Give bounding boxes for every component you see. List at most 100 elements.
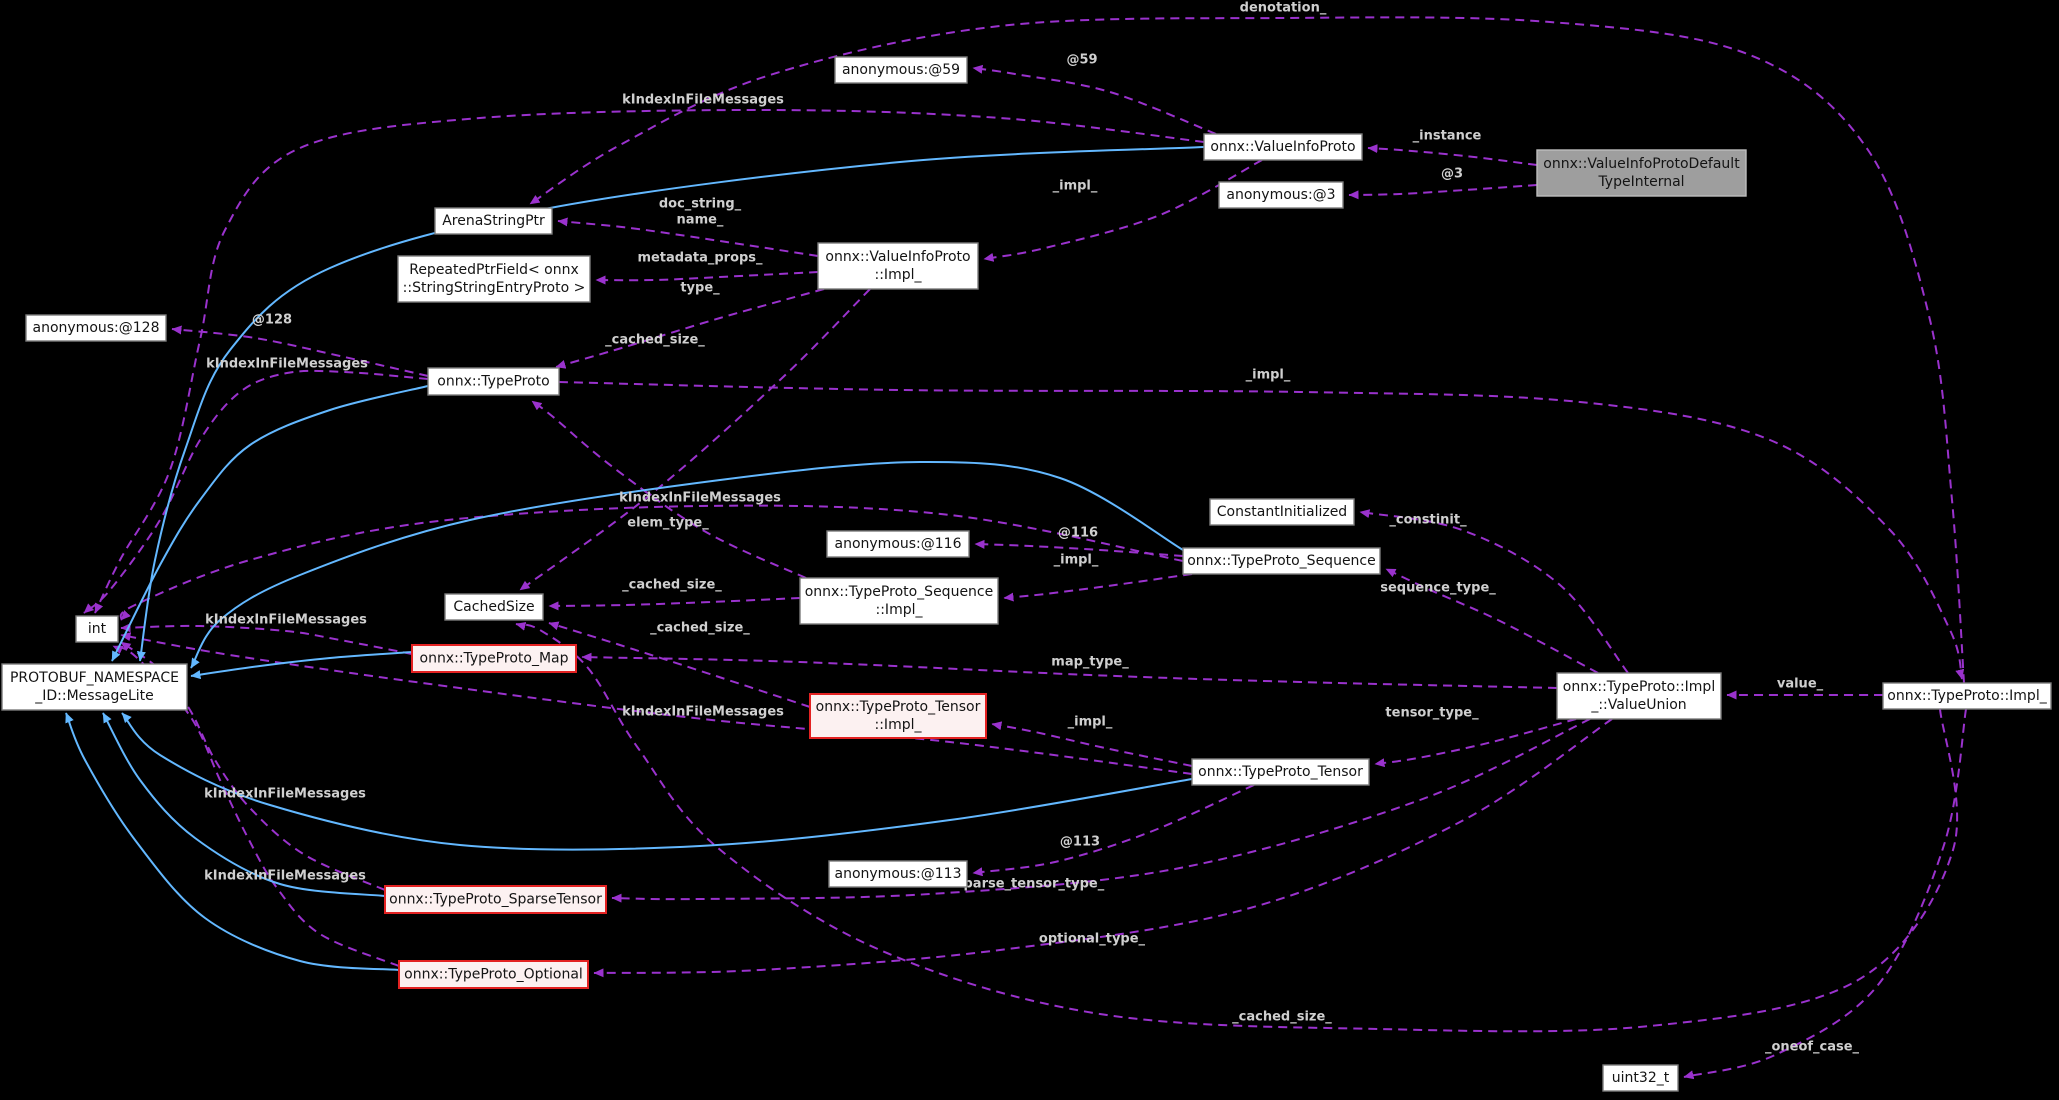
edge-label-kindex-sequence: kIndexInFileMessages bbox=[619, 491, 781, 506]
node-box-valueinfoproto[interactable] bbox=[1203, 133, 1363, 161]
node-valueinfoproto[interactable]: onnx::ValueInfoProto bbox=[1203, 133, 1363, 161]
node-anon113[interactable]: anonymous:@113 bbox=[828, 860, 968, 888]
node-label-typeproto-tensor-impl: ::Impl_ bbox=[875, 717, 923, 733]
edge-seqimpl-cached-size bbox=[548, 597, 801, 611]
node-label-valueinfoproto: onnx::ValueInfoProto bbox=[1210, 139, 1355, 155]
node-anon3[interactable]: anonymous:@3 bbox=[1218, 181, 1344, 209]
edge-tpimpl-cached-size bbox=[515, 621, 1959, 1033]
node-box-int[interactable] bbox=[75, 615, 119, 643]
node-box-anon113[interactable] bbox=[828, 860, 968, 888]
edge-label-at128: @128 bbox=[252, 313, 292, 328]
node-cachedsize[interactable]: CachedSize bbox=[444, 593, 544, 621]
edge-label-tp-impl: _impl_ bbox=[1246, 368, 1291, 383]
node-typeproto-map[interactable]: onnx::TypeProto_Map bbox=[411, 644, 577, 673]
edge-label-at3: @3 bbox=[1441, 167, 1463, 182]
edge-kindex-tensor bbox=[120, 632, 1193, 775]
node-label-constantinitialized: ConstantInitialized bbox=[1217, 504, 1347, 520]
edge-tensorimpl-cached-size bbox=[548, 621, 811, 708]
edge-label-kindex-map: kIndexInFileMessages bbox=[205, 613, 367, 628]
node-box-typeproto-map[interactable] bbox=[411, 644, 577, 673]
edge-label-kindex-tensor: kIndexInFileMessages bbox=[622, 705, 784, 720]
edge-kindex-typeproto bbox=[83, 369, 429, 614]
node-repeatedptrfield[interactable]: RepeatedPtrField< onnx::StringStringEntr… bbox=[397, 255, 591, 303]
node-typeproto-tensor-impl[interactable]: onnx::TypeProto_Tensor::Impl_ bbox=[809, 693, 987, 739]
node-box-valueinfoproto-impl[interactable] bbox=[817, 242, 979, 290]
edge-vip-impl bbox=[983, 159, 1263, 262]
node-label-typeproto-sparsetensor: onnx::TypeProto_SparseTensor bbox=[389, 892, 602, 908]
edges-layer bbox=[65, 16, 1967, 1080]
node-box-typeproto-sequence[interactable] bbox=[1182, 547, 1381, 575]
node-box-anon3[interactable] bbox=[1218, 181, 1344, 209]
node-box-typeproto-optional[interactable] bbox=[398, 960, 589, 989]
node-anon59[interactable]: anonymous:@59 bbox=[834, 56, 968, 84]
node-box-typeproto[interactable] bbox=[427, 367, 560, 396]
node-box-anon128[interactable] bbox=[25, 314, 167, 342]
node-anon128[interactable]: anonymous:@128 bbox=[25, 314, 167, 342]
node-box-constantinitialized[interactable] bbox=[1209, 498, 1355, 526]
node-box-typeproto-sparsetensor[interactable] bbox=[384, 885, 607, 914]
node-typeproto-sequence-impl[interactable]: onnx::TypeProto_Sequence::Impl_ bbox=[799, 577, 999, 625]
node-box-valueinfoprotodefaulttypeinternal[interactable] bbox=[1536, 149, 1747, 197]
nodes-layer: anonymous:@59onnx::ValueInfoProtoonnx::V… bbox=[1, 56, 2052, 1092]
node-box-anon59[interactable] bbox=[834, 56, 968, 84]
node-typeproto-impl-valueunion[interactable]: onnx::TypeProto::Impl_::ValueUnion bbox=[1556, 672, 1722, 720]
node-box-typeproto-sequence-impl[interactable] bbox=[799, 577, 999, 625]
node-box-typeproto-tensor-impl[interactable] bbox=[809, 693, 987, 739]
edge-label-tensor-impl: _impl_ bbox=[1068, 715, 1113, 730]
node-label-int: int bbox=[88, 621, 107, 637]
node-label-typeproto-map: onnx::TypeProto_Map bbox=[420, 651, 569, 667]
node-typeproto[interactable]: onnx::TypeProto bbox=[427, 367, 560, 396]
node-box-messagelite[interactable] bbox=[1, 663, 188, 711]
edge-label-vipimpl-cached-size: _cached_size_ bbox=[605, 333, 705, 348]
node-label-anon116: anonymous:@116 bbox=[835, 536, 962, 552]
edge-label-kindex-typeproto: kIndexInFileMessages bbox=[206, 357, 368, 372]
node-messagelite[interactable]: PROTOBUF_NAMESPACE_ID::MessageLite bbox=[1, 663, 188, 711]
node-valueinfoproto-impl[interactable]: onnx::ValueInfoProto::Impl_ bbox=[817, 242, 979, 290]
node-label-anon3: anonymous:@3 bbox=[1226, 187, 1335, 203]
node-typeproto-optional[interactable]: onnx::TypeProto_Optional bbox=[398, 960, 589, 989]
node-box-cachedsize[interactable] bbox=[444, 593, 544, 621]
node-typeproto-tensor[interactable]: onnx::TypeProto_Tensor bbox=[1191, 758, 1370, 786]
edge-label-tpimpl-cached-size: _cached_size_ bbox=[1232, 1010, 1332, 1025]
node-label-valueinfoproto-impl: ::Impl_ bbox=[875, 267, 923, 283]
node-box-repeatedptrfield[interactable] bbox=[397, 255, 591, 303]
edge-label-tensorimpl-cached-size: _cached_size_ bbox=[650, 621, 750, 636]
edge-inh-sequence bbox=[190, 460, 1184, 669]
edge-label-elem-type: elem_type_ bbox=[627, 516, 709, 531]
edge-label-sparse-tensor-type: sparse_tensor_type_ bbox=[956, 877, 1105, 892]
node-typeproto-sparsetensor[interactable]: onnx::TypeProto_SparseTensor bbox=[384, 885, 607, 914]
node-box-anon116[interactable] bbox=[826, 530, 970, 558]
edge-vipimpl-cached-size bbox=[519, 288, 871, 591]
node-label-anon113: anonymous:@113 bbox=[835, 866, 962, 882]
node-label-messagelite: _ID::MessageLite bbox=[34, 688, 154, 704]
node-label-uint32-t: uint32_t bbox=[1612, 1070, 1670, 1086]
node-anon116[interactable]: anonymous:@116 bbox=[826, 530, 970, 558]
node-label-valueinfoprotodefaulttypeinternal: TypeInternal bbox=[1597, 174, 1684, 190]
node-uint32-t[interactable]: uint32_t bbox=[1602, 1064, 1679, 1092]
edge-denotation bbox=[529, 16, 1965, 684]
node-box-uint32-t[interactable] bbox=[1602, 1064, 1679, 1092]
edge-elem-type bbox=[531, 400, 807, 579]
edge-inh-tensor bbox=[121, 712, 1193, 851]
edge-label-sequence-type: sequence_type_ bbox=[1380, 581, 1496, 596]
node-typeproto-sequence[interactable]: onnx::TypeProto_Sequence bbox=[1182, 547, 1381, 575]
node-int[interactable]: int bbox=[75, 615, 119, 643]
edge-kindex-sparsetensor bbox=[120, 641, 386, 891]
node-arenastringptr[interactable]: ArenaStringPtr bbox=[434, 207, 553, 235]
node-box-typeproto-tensor[interactable] bbox=[1191, 758, 1370, 786]
node-typeproto-impl[interactable]: onnx::TypeProto::Impl_ bbox=[1882, 682, 2052, 710]
node-label-typeproto-optional: onnx::TypeProto_Optional bbox=[404, 967, 583, 983]
edge-kindex-map bbox=[120, 623, 413, 655]
node-constantinitialized[interactable]: ConstantInitialized bbox=[1209, 498, 1355, 526]
node-box-typeproto-impl[interactable] bbox=[1882, 682, 2052, 710]
node-box-arenastringptr[interactable] bbox=[434, 207, 553, 235]
node-label-anon59: anonymous:@59 bbox=[842, 62, 960, 78]
edge-label-at113: @113 bbox=[1060, 835, 1100, 850]
edge-inh-map bbox=[190, 651, 413, 680]
edge-label-map-type: map_type_ bbox=[1051, 655, 1129, 670]
edge-labels-layer: @59_instance@3_impl_doc_string_name_meta… bbox=[204, 1, 1859, 1055]
node-box-typeproto-impl-valueunion[interactable] bbox=[1556, 672, 1722, 720]
edge-type bbox=[555, 288, 825, 369]
edge-label-constinit: _constinit_ bbox=[1389, 513, 1467, 528]
